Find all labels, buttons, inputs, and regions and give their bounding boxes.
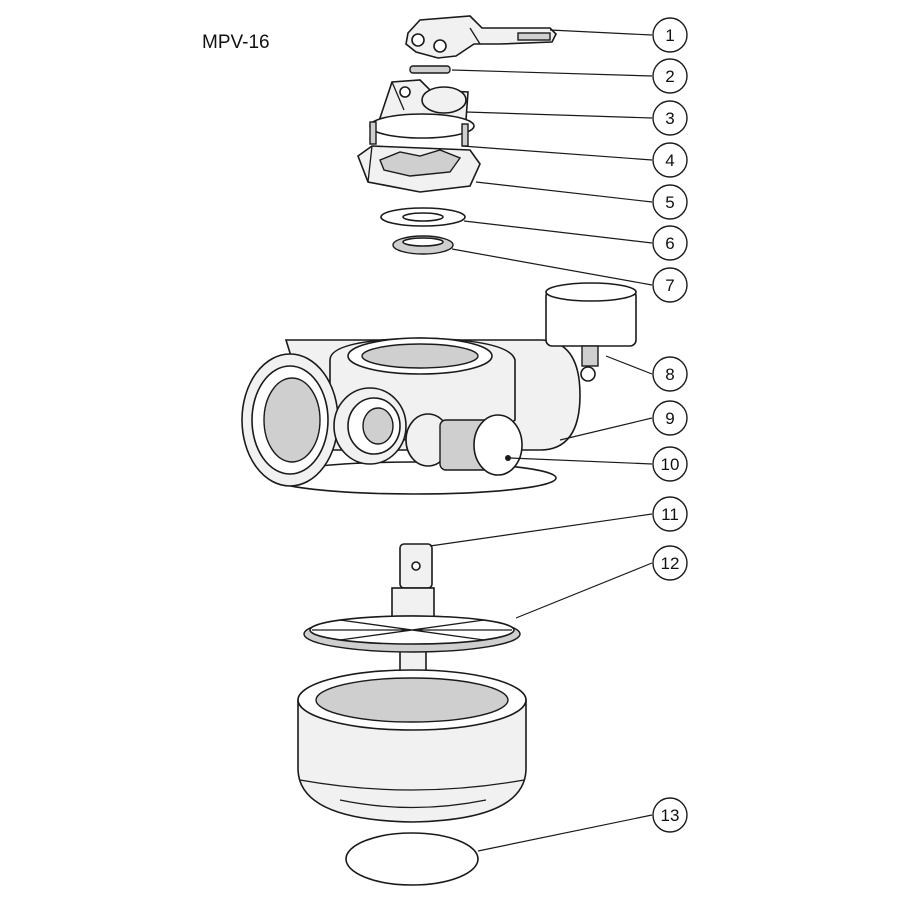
svg-text:9: 9 <box>665 409 674 428</box>
svg-text:11: 11 <box>661 505 679 524</box>
callout-8: 8 <box>652 356 688 392</box>
callout-2: 2 <box>652 58 688 94</box>
svg-text:13: 13 <box>661 806 680 825</box>
svg-text:5: 5 <box>665 193 674 212</box>
part-cover <box>369 79 475 147</box>
svg-text:8: 8 <box>665 365 674 384</box>
svg-text:4: 4 <box>665 151 674 170</box>
model-title: MPV-16 <box>202 32 270 53</box>
svg-text:12: 12 <box>661 554 680 573</box>
callout-3: 3 <box>652 100 688 136</box>
svg-text:6: 6 <box>665 234 674 253</box>
part-pressure-gauge <box>545 282 637 382</box>
callout-13: 13 <box>652 797 688 833</box>
part-cover-plate <box>357 145 481 193</box>
callout-5: 5 <box>652 184 688 220</box>
svg-text:2: 2 <box>665 67 674 86</box>
part-rotor <box>297 669 527 823</box>
callout-11: 11 <box>652 496 688 532</box>
callout-10: 10 <box>652 446 688 482</box>
part-rotor-gasket <box>303 615 521 653</box>
leader-lines <box>429 29 653 852</box>
part-pin <box>409 65 451 74</box>
part-sight-glass <box>439 414 523 476</box>
svg-text:7: 7 <box>665 276 674 295</box>
part-valve-body <box>241 337 581 495</box>
part-disc <box>345 832 479 886</box>
svg-text:1: 1 <box>665 26 674 45</box>
svg-text:3: 3 <box>665 109 674 128</box>
callout-12: 12 <box>652 545 688 581</box>
part-o-ring <box>392 235 454 255</box>
callout-6: 6 <box>652 225 688 261</box>
part-washer <box>380 207 466 227</box>
svg-text:10: 10 <box>661 455 680 474</box>
callout-7: 7 <box>652 267 688 303</box>
callout-4: 4 <box>652 142 688 178</box>
part-handle <box>405 15 557 59</box>
callout-9: 9 <box>652 400 688 436</box>
callout-1: 1 <box>652 17 688 53</box>
